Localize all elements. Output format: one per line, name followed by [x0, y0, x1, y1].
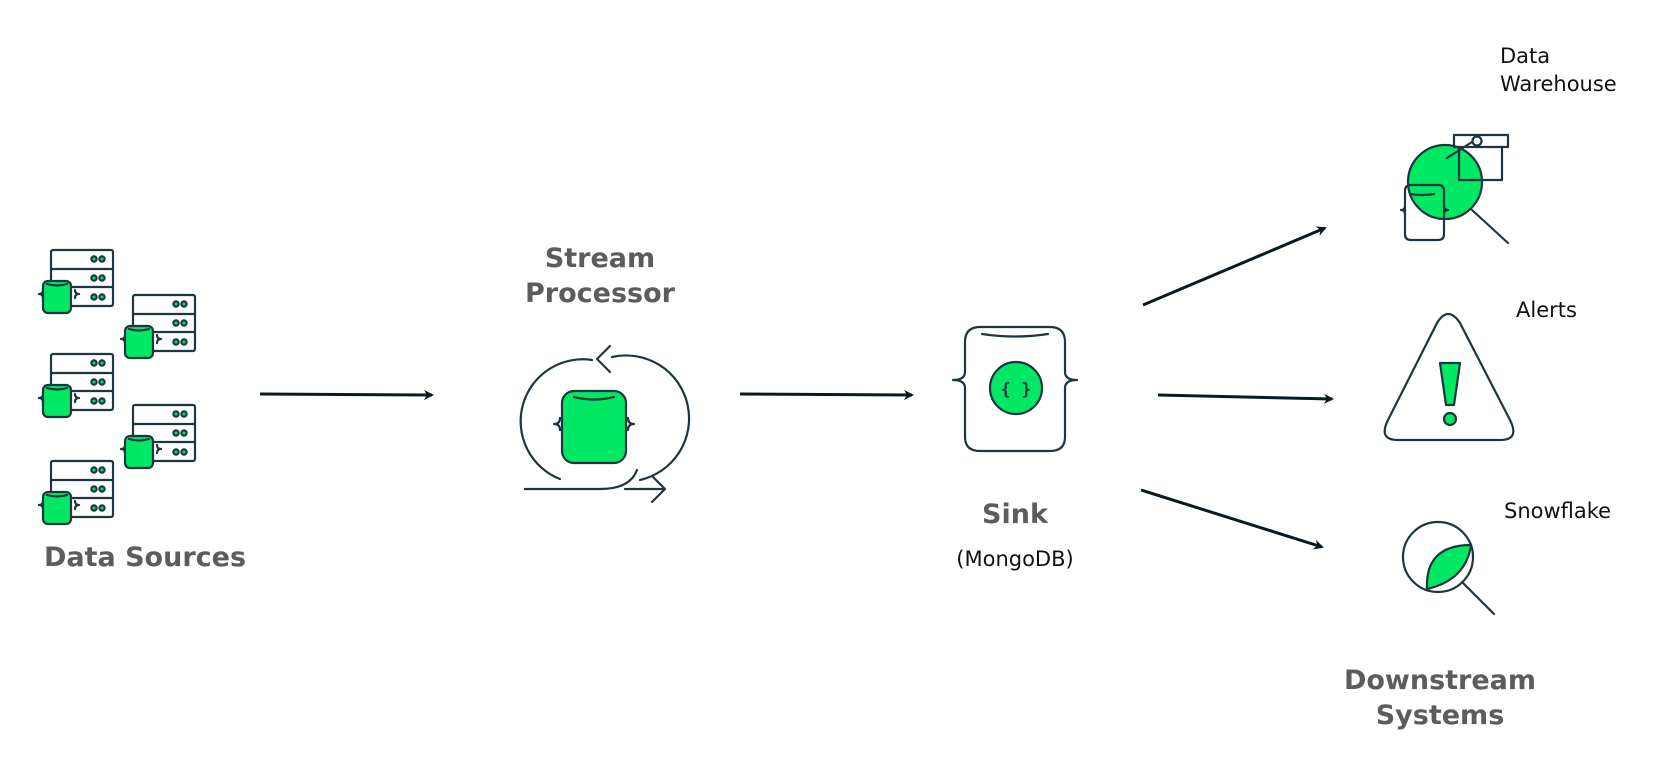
- alerts-label: Alerts: [1516, 298, 1577, 322]
- alerts-icon: [1383, 312, 1515, 442]
- downstream-systems-label: Downstream Systems: [1320, 663, 1560, 733]
- arrow-processor-to-sink: [739, 389, 914, 400]
- data-warehouse-label-line1: Data: [1500, 44, 1551, 68]
- downstream-label-line2: Systems: [1375, 700, 1505, 731]
- snowflake-icon: [1401, 520, 1496, 616]
- data-sources-label: Data Sources: [43, 542, 247, 573]
- sink-sublabel: (MongoDB): [956, 547, 1074, 571]
- stream-processor-label-line2: Processor: [525, 278, 675, 309]
- downstream-label-line1: Downstream: [1343, 665, 1537, 696]
- stream-processor-label-line1: Stream: [544, 243, 656, 274]
- arrow-sink-to-alerts: [1157, 393, 1334, 404]
- data-warehouse-icon: [1399, 133, 1510, 245]
- arrow-sources-to-processor: [259, 389, 434, 400]
- data-sources-icon: [37, 248, 197, 526]
- arrow-sink-to-snowflake: [1140, 488, 1324, 550]
- sink-icon: { }: [951, 325, 1079, 453]
- sink-label: Sink: [982, 499, 1048, 530]
- data-warehouse-label-line2: Warehouse: [1500, 72, 1617, 96]
- stream-processor-label: Stream Processor: [500, 241, 700, 311]
- snowflake-label: Snowflake: [1504, 499, 1612, 523]
- stream-processor-icon: [519, 344, 691, 504]
- arrow-sink-to-warehouse: [1142, 226, 1327, 307]
- data-warehouse-label: Data Warehouse: [1500, 42, 1617, 98]
- svg-text:{ }: { }: [1001, 380, 1032, 400]
